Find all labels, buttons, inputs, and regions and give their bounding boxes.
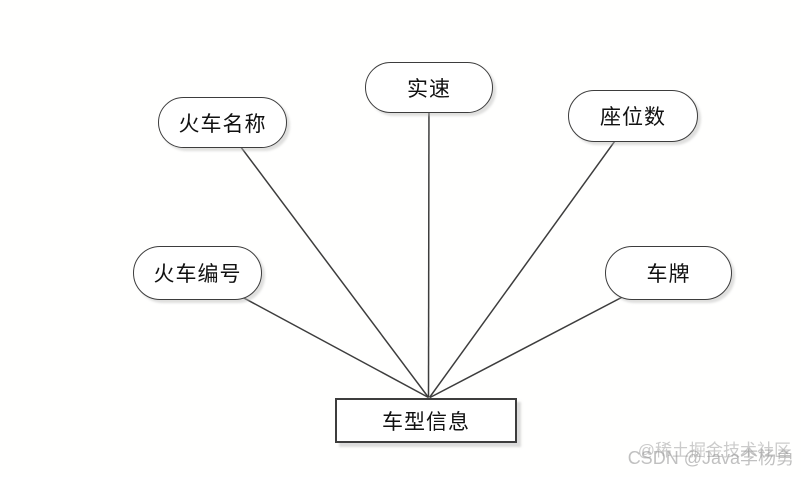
attribute-node-train-name: 火车名称 — [158, 97, 287, 148]
attribute-label-seat-count: 座位数 — [600, 105, 666, 129]
edge-train-name-to-entity — [221, 122, 430, 398]
attribute-label-license-plate: 车牌 — [646, 262, 691, 286]
attribute-node-seat-count: 座位数 — [568, 90, 698, 142]
attribute-node-license-plate: 车牌 — [605, 246, 732, 300]
entity-label-vehicle-model-info: 车型信息 — [382, 409, 470, 434]
entity-node-vehicle-model-info: 车型信息 — [335, 398, 517, 443]
edge-actual-speed-to-entity — [427, 87, 430, 398]
edge-seat-count-to-entity — [428, 115, 634, 398]
attribute-label-train-number: 火车编号 — [153, 262, 242, 286]
attribute-label-actual-speed: 实速 — [407, 76, 451, 101]
attribute-label-train-name: 火车名称 — [178, 111, 267, 136]
attribute-node-train-number: 火车编号 — [133, 246, 262, 300]
attribute-node-actual-speed: 实速 — [365, 62, 493, 113]
